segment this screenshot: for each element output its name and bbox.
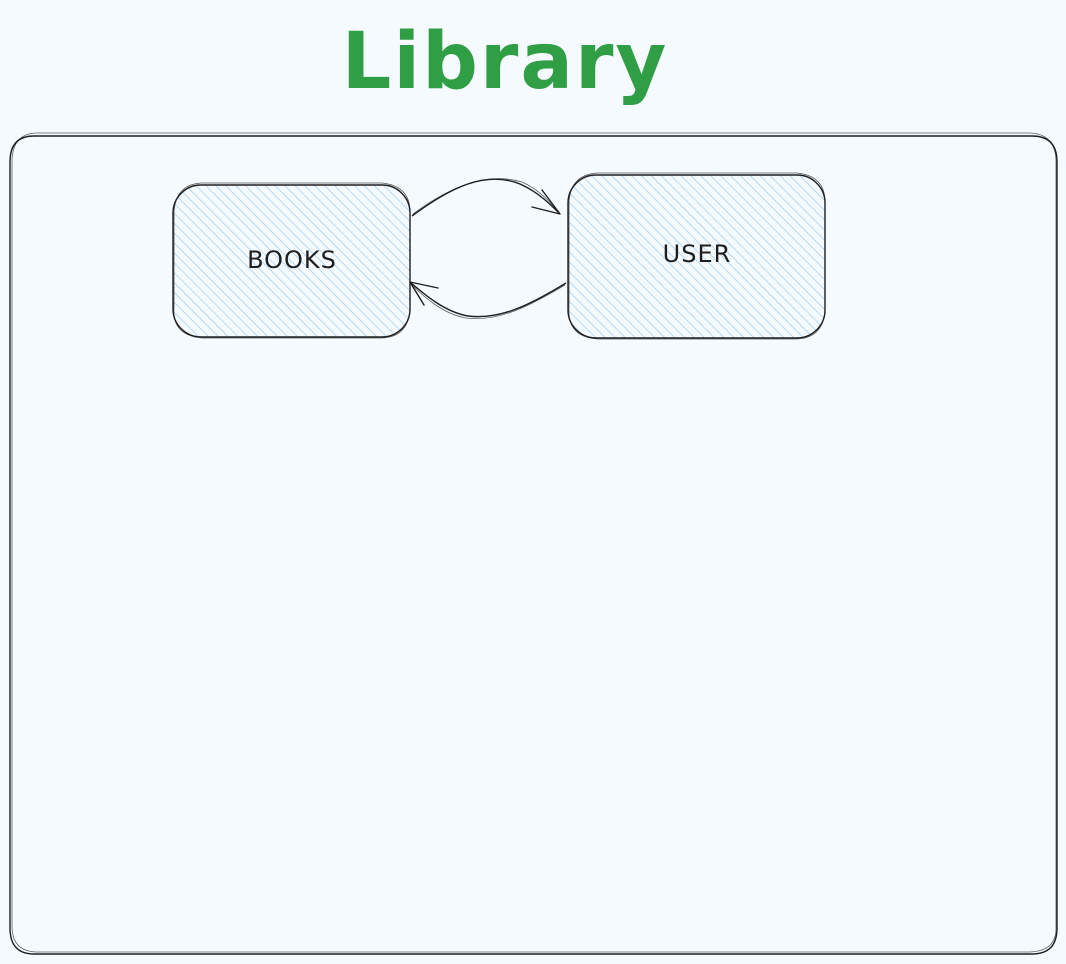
library-container xyxy=(9,132,1058,955)
node-books-label: BOOKS xyxy=(247,246,337,274)
node-user[interactable]: USER xyxy=(567,172,826,340)
diagram-title: Library xyxy=(342,17,669,107)
node-books[interactable]: BOOKS xyxy=(172,182,411,339)
edge-books-to-user[interactable] xyxy=(411,178,561,217)
edge-user-to-books[interactable] xyxy=(409,281,567,320)
node-user-label: USER xyxy=(663,240,732,268)
